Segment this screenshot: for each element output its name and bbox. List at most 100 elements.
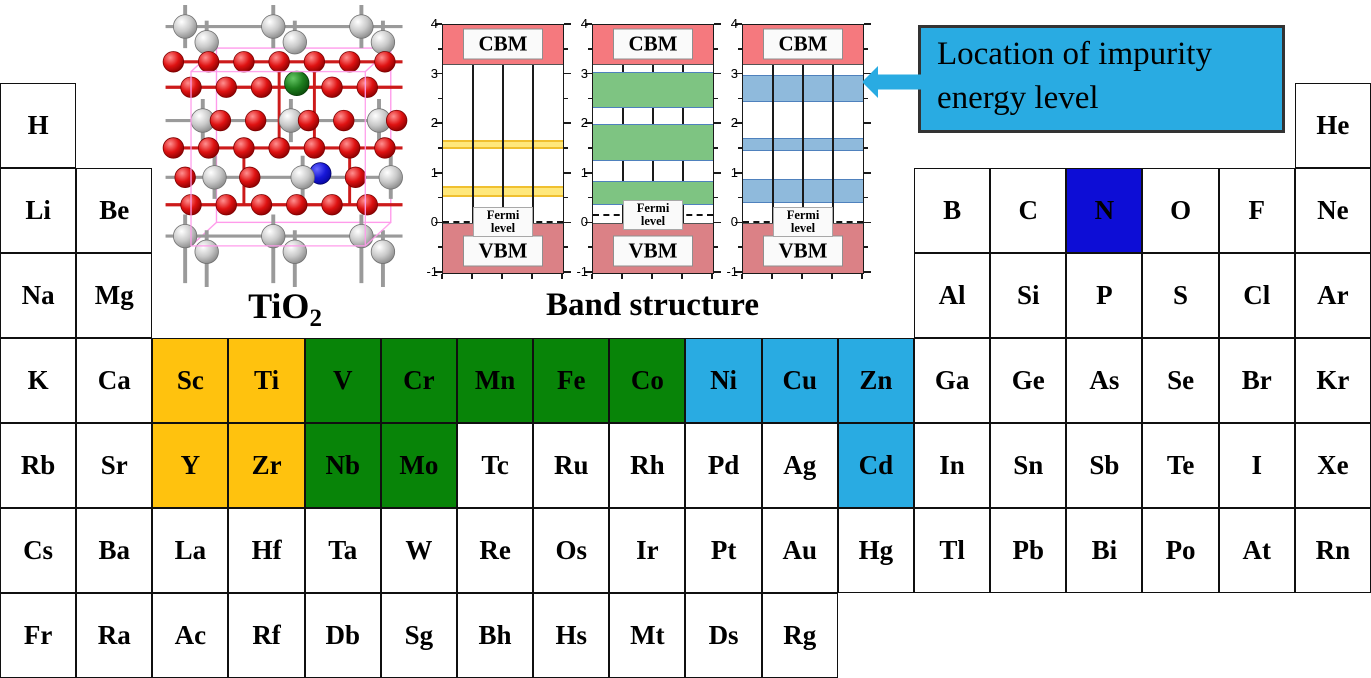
element-cell-In: In: [913, 423, 991, 508]
element-cell-Kr: Kr: [1294, 338, 1371, 423]
element-cell-Fe: Fe: [533, 338, 610, 423]
y-axis-tick: [735, 172, 742, 174]
x-axis-tick: [861, 274, 863, 279]
element-cell-At: At: [1218, 508, 1295, 593]
y-axis-tick: [713, 147, 718, 149]
crystal-caption: TiO2: [215, 285, 355, 333]
y-axis-label: 1: [730, 164, 738, 180]
element-cell-Sr: Sr: [76, 423, 153, 508]
x-axis-tick: [441, 274, 443, 279]
element-cell-Y: Y: [152, 423, 229, 508]
element-cell-Ta: Ta: [304, 508, 381, 593]
y-axis-tick: [563, 72, 571, 75]
element-cell-Ne: Ne: [1294, 168, 1371, 253]
element-cell-Ba: Ba: [76, 508, 153, 593]
y-axis-label: -1: [426, 264, 438, 279]
y-axis-tick: [863, 97, 868, 100]
cbm-band: CBM: [443, 25, 563, 65]
element-cell-Zn: Zn: [837, 338, 914, 423]
y-axis-tick: [713, 97, 718, 100]
y-axis-tick: [585, 72, 592, 75]
element-cell-Pt: Pt: [685, 508, 762, 593]
element-cell-La: La: [152, 508, 229, 593]
element-cell-I: I: [1218, 423, 1295, 508]
element-cell-Re: Re: [456, 508, 534, 593]
y-axis-tick: [438, 196, 442, 199]
y-axis-tick: [738, 196, 742, 199]
element-cell-Au: Au: [761, 508, 838, 593]
x-axis-tick: [741, 274, 743, 279]
element-cell-K: K: [0, 338, 77, 423]
y-axis-tick: [713, 196, 718, 199]
crystal-svg: [162, 5, 408, 287]
y-axis-tick: [588, 246, 592, 248]
y-axis-label: 2: [430, 115, 438, 131]
y-axis-tick: [563, 196, 568, 199]
y-axis-tick: [713, 246, 718, 248]
element-cell-Ca: Ca: [76, 338, 153, 423]
y-axis-tick: [863, 221, 871, 224]
element-cell-Na: Na: [0, 253, 77, 338]
x-axis-tick: [471, 274, 473, 279]
y-axis-tick: [735, 221, 742, 224]
element-cell-Rb: Rb: [0, 423, 77, 508]
element-cell-Be: Be: [76, 168, 153, 253]
element-cell-Al: Al: [913, 253, 991, 338]
y-axis-tick: [588, 147, 592, 149]
element-cell-Sb: Sb: [1066, 423, 1143, 508]
element-cell-P: P: [1066, 253, 1143, 338]
x-axis-tick: [501, 274, 503, 279]
y-axis-tick: [438, 246, 442, 248]
y-axis-tick: [585, 23, 592, 25]
element-cell-Ar: Ar: [1294, 253, 1371, 338]
y-axis-tick: [563, 97, 568, 100]
y-axis-label: 2: [580, 115, 588, 131]
element-cell-Hg: Hg: [837, 508, 914, 593]
element-cell-F: F: [1218, 168, 1295, 253]
element-cell-V: V: [304, 338, 381, 423]
element-cell-Rn: Rn: [1294, 508, 1371, 593]
cbm-label: CBM: [463, 28, 543, 60]
y-axis-tick: [435, 172, 442, 174]
k-line: [832, 64, 834, 224]
element-cell-Cu: Cu: [761, 338, 838, 423]
element-cell-Rg: Rg: [761, 593, 838, 678]
y-axis-tick: [435, 23, 442, 25]
element-cell-Br: Br: [1218, 338, 1295, 423]
element-cell-Mo: Mo: [380, 423, 457, 508]
y-axis-tick: [713, 172, 721, 174]
callout-arrow-icon: [862, 66, 922, 98]
element-cell-B: B: [913, 168, 991, 253]
x-axis-tick: [591, 274, 593, 279]
cbm-label: CBM: [613, 28, 693, 60]
y-axis-tick: [585, 271, 592, 273]
y-axis-label: 0: [580, 214, 588, 230]
element-cell-Se: Se: [1142, 338, 1219, 423]
element-cell-C: C: [990, 168, 1067, 253]
y-axis-tick: [438, 147, 442, 149]
y-axis-tick: [563, 122, 571, 124]
element-cell-Os: Os: [533, 508, 610, 593]
element-cell-Tc: Tc: [456, 423, 534, 508]
element-cell-Bh: Bh: [456, 593, 534, 678]
k-line: [502, 64, 504, 224]
vbm-label: VBM: [763, 235, 843, 267]
y-axis-label: 0: [730, 214, 738, 230]
y-axis-tick: [713, 122, 721, 124]
element-cell-Zr: Zr: [228, 423, 305, 508]
element-cell-Ni: Ni: [685, 338, 762, 423]
element-cell-Co: Co: [609, 338, 686, 423]
y-axis-tick: [563, 271, 571, 273]
vbm-band: VBM: [593, 223, 713, 273]
element-cell-H: H: [0, 83, 77, 168]
y-axis-label: 4: [430, 16, 438, 31]
y-axis-tick: [563, 172, 571, 174]
element-cell-Fr: Fr: [0, 593, 77, 678]
x-axis-tick: [681, 274, 683, 279]
y-axis-tick: [563, 147, 568, 149]
y-axis-label: -1: [726, 264, 738, 279]
element-cell-Mt: Mt: [609, 593, 686, 678]
